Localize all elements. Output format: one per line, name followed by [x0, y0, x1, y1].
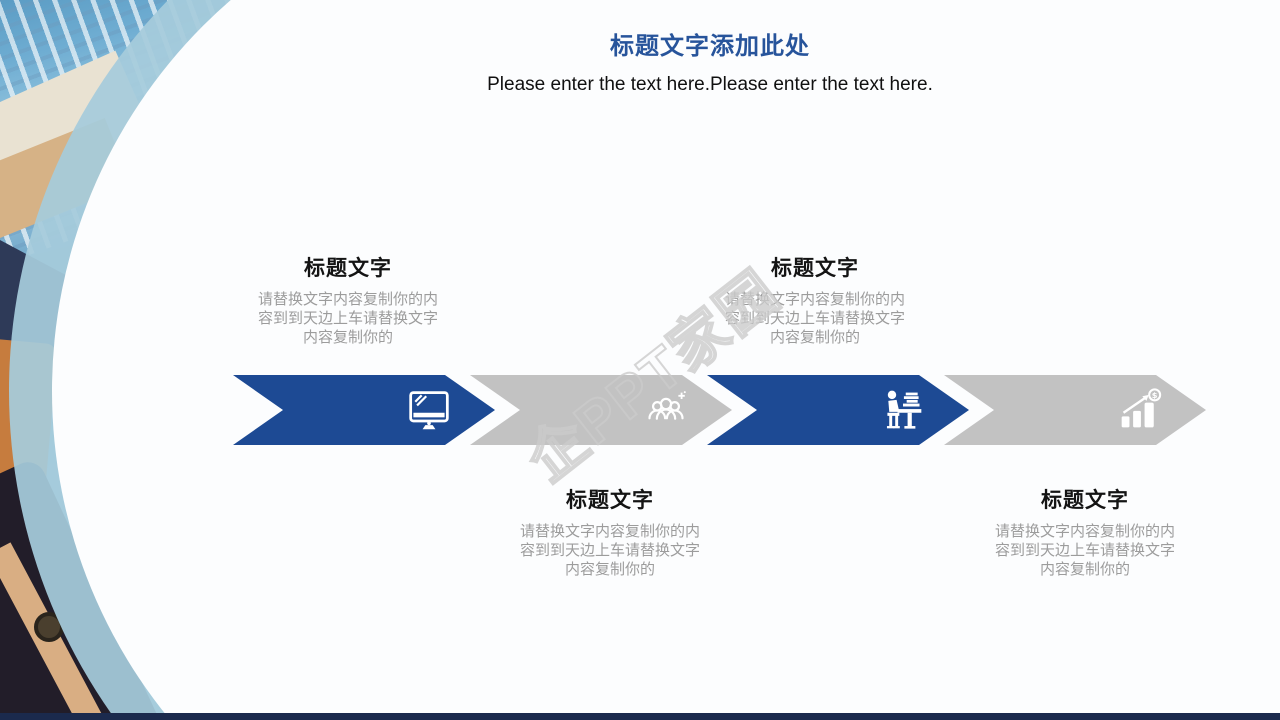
step-2-heading: 标题文字 — [566, 489, 654, 512]
step-1-textblock: 标题文字 请替换文字内容复制你的内 容到到天边上车请替换文字 内容复制你的 — [252, 252, 444, 347]
page-title: 标题文字添加此处 — [610, 33, 810, 60]
step-4-arrow: $ — [944, 375, 1206, 445]
page-subtitle: Please enter the text here.Please enter … — [487, 74, 933, 95]
step-3-arrow — [707, 375, 969, 445]
step-1-body: 请替换文字内容复制你的内 容到到天边上车请替换文字 内容复制你的 — [257, 291, 438, 346]
step-2-textblock: 标题文字 请替换文字内容复制你的内 容到到天边上车请替换文字 内容复制你的 — [514, 484, 706, 579]
bottom-bar — [0, 713, 1280, 720]
step-2-body: 请替换文字内容复制你的内 容到到天边上车请替换文字 内容复制你的 — [519, 523, 700, 578]
profit-chart-icon: $ — [1118, 388, 1162, 432]
step-4-textblock: 标题文字 请替换文字内容复制你的内 容到到天边上车请替换文字 内容复制你的 — [989, 484, 1181, 579]
svg-text:$: $ — [1152, 390, 1158, 400]
header: 标题文字添加此处 Please enter the text here.Plea… — [420, 26, 1000, 96]
desk-worker-icon — [881, 388, 925, 432]
monitor-icon — [407, 388, 451, 432]
step-1-heading: 标题文字 — [304, 257, 392, 280]
step-3-body: 请替换文字内容复制你的内 容到到天边上车请替换文字 内容复制你的 — [724, 291, 905, 346]
step-3-textblock: 标题文字 请替换文字内容复制你的内 容到到天边上车请替换文字 内容复制你的 — [719, 252, 911, 347]
team-icon — [644, 388, 688, 432]
step-2-arrow — [470, 375, 732, 445]
step-4-body: 请替换文字内容复制你的内 容到到天边上车请替换文字 内容复制你的 — [994, 523, 1175, 578]
step-4-heading: 标题文字 — [1041, 489, 1129, 512]
left-photo — [0, 0, 300, 720]
step-3-heading: 标题文字 — [771, 257, 859, 280]
